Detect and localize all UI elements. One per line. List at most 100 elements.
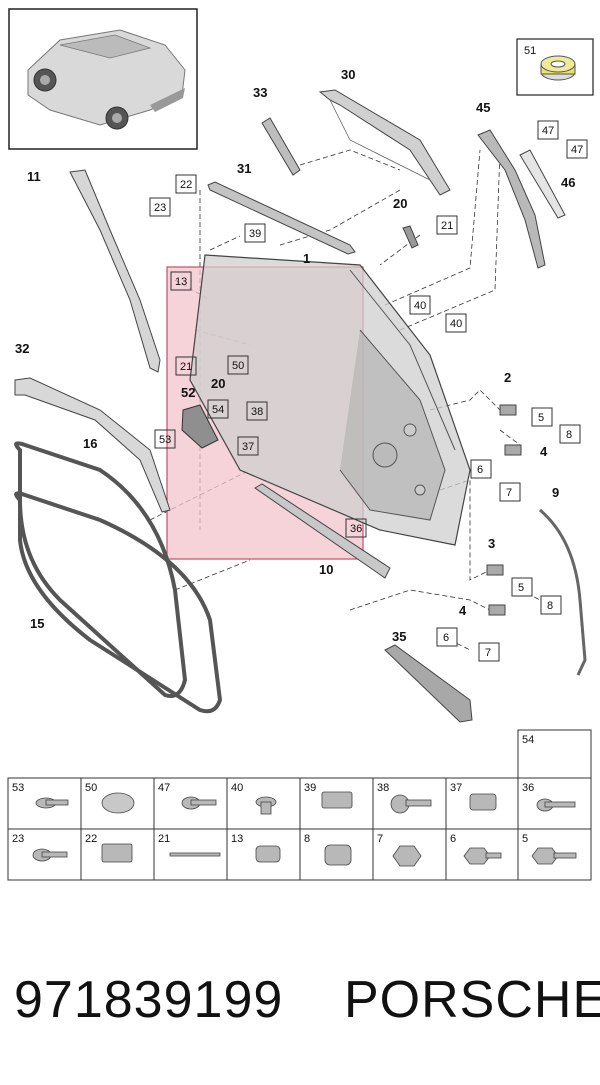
vehicle-thumbnail [8, 8, 198, 150]
callout-10: 10 [319, 562, 333, 577]
cable-part-9 [539, 508, 587, 676]
table-r1-c4: 40 [231, 782, 243, 794]
boxed-labels [149, 120, 588, 662]
trim-part-32 [14, 377, 171, 513]
callout-31: 31 [237, 161, 251, 176]
label-51: 51 [524, 45, 536, 57]
box-39: 39 [249, 228, 261, 240]
table-r1-c6: 38 [377, 782, 389, 794]
box-21b: 21 [180, 361, 192, 373]
box-53: 53 [159, 434, 171, 446]
callout-11: 11 [27, 169, 41, 184]
callout-33: 33 [253, 85, 267, 100]
fastener-icons [32, 791, 577, 867]
callout-52: 52 [181, 385, 195, 400]
callout-46: 46 [561, 175, 575, 190]
callout-20b: 20 [211, 376, 225, 391]
door-check-part-35 [384, 644, 473, 723]
rivet-icon-40 [255, 796, 277, 815]
pillar-trim-part-11 [69, 169, 161, 373]
table-r2-c4: 13 [231, 833, 243, 845]
table-r2-c6: 7 [377, 833, 383, 845]
screw-icon-23 [32, 848, 68, 862]
blade-part-46 [519, 149, 566, 219]
box-7a: 7 [506, 487, 512, 499]
parts-diagram: 51 [7, 8, 594, 881]
table-r1-c3: 47 [158, 782, 170, 794]
box-22: 22 [180, 179, 192, 191]
table-r1-c7: 37 [450, 782, 462, 794]
footer: 971839199 PORSCHE [0, 970, 600, 1050]
box-5b: 5 [518, 582, 524, 594]
table-r2-c8: 5 [522, 833, 528, 845]
speaker-grille-part-52 [181, 404, 219, 449]
table-r1-c5: 39 [304, 782, 316, 794]
tape-roll-part-51: 51 [516, 38, 594, 96]
rod-icon-21 [169, 852, 221, 857]
table-r2-c7: 6 [450, 833, 456, 845]
clip-icon-13 [255, 845, 281, 863]
nut-icon-7 [392, 845, 422, 867]
trim-strip-part-33 [261, 117, 301, 176]
cap-icon-8 [324, 844, 352, 866]
screw-icon-36 [536, 798, 576, 812]
box-37: 37 [242, 441, 254, 453]
callout-4b: 4 [459, 603, 467, 618]
box-6a: 6 [477, 464, 483, 476]
callout-4a: 4 [540, 444, 548, 459]
table-r2-c1: 23 [12, 833, 24, 845]
belt-strip-part-45 [477, 129, 546, 269]
box-21a: 21 [441, 220, 453, 232]
box-50: 50 [232, 360, 244, 372]
box-38: 38 [251, 406, 263, 418]
bolt-icon-38 [390, 794, 432, 814]
callout-3: 3 [488, 536, 495, 551]
fasteners-table [7, 729, 592, 881]
door-seal-part-16 [14, 441, 188, 698]
callout-32: 32 [15, 341, 29, 356]
table-r1-c8: 36 [522, 782, 534, 794]
door-body-part-1 [189, 254, 471, 546]
screw-icon-47 [181, 796, 217, 810]
callout-15: 15 [30, 616, 44, 631]
table-r2-c2: 22 [85, 833, 97, 845]
callout-1: 1 [303, 251, 310, 266]
box-47a: 47 [542, 125, 554, 137]
window-frame-part-30 [318, 89, 451, 196]
box-8a: 8 [566, 429, 572, 441]
callout-20a: 20 [393, 196, 407, 211]
callout-45: 45 [476, 100, 490, 115]
callout-35: 35 [392, 629, 406, 644]
callout-numbers: 1 2 3 4 4 9 10 11 15 16 20 20 30 31 32 3… [15, 67, 575, 644]
table-label-54: 54 [522, 734, 534, 746]
box-13: 13 [175, 276, 187, 288]
table-r1-c1: 53 [12, 782, 24, 794]
sill-strip-part-10 [254, 483, 391, 579]
clip-part-20 [402, 225, 419, 249]
brand-name: PORSCHE [344, 971, 600, 1029]
window-seal-part-31 [207, 181, 356, 255]
box-5a: 5 [538, 412, 544, 424]
table-r2-c3: 21 [158, 833, 170, 845]
box-23: 23 [154, 202, 166, 214]
box-40a: 40 [414, 300, 426, 312]
callout-2: 2 [504, 370, 511, 385]
nut-icon-22 [101, 843, 133, 863]
bolt-icon-6 [463, 847, 502, 865]
cap-icon-50 [101, 792, 135, 814]
door-seal-part-15 [14, 491, 223, 714]
nut-icon-39 [321, 791, 353, 809]
callout-9: 9 [552, 485, 559, 500]
boxed-label-text: 22 23 39 13 21 50 21 40 40 47 47 53 54 3… [154, 125, 583, 659]
bolt-icon-5 [531, 847, 577, 865]
box-7b: 7 [485, 647, 491, 659]
box-36: 36 [350, 523, 362, 535]
box-8b: 8 [547, 600, 553, 612]
nut-icon-37 [469, 793, 497, 811]
callout-30: 30 [341, 67, 355, 82]
box-54: 54 [212, 404, 224, 416]
table-r2-c5: 8 [304, 833, 310, 845]
box-47b: 47 [571, 144, 583, 156]
part-number: 971839199 [14, 971, 284, 1029]
callout-16: 16 [83, 436, 97, 451]
